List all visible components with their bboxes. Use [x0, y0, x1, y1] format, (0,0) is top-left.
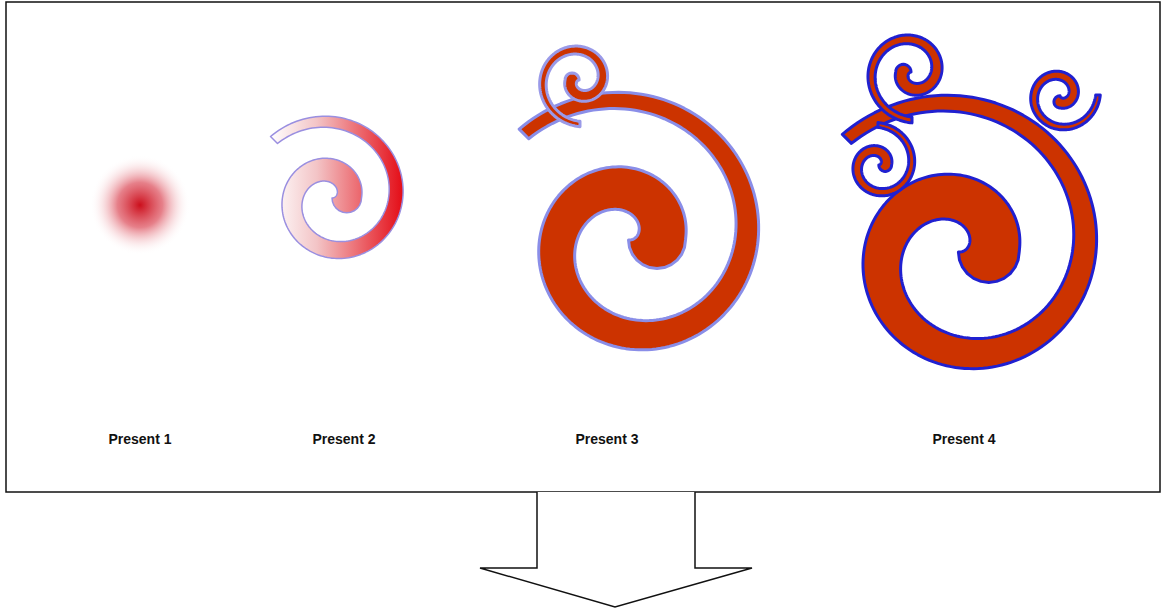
spiral-shape [540, 46, 608, 127]
spiral-shape [271, 116, 404, 258]
down-arrow [480, 492, 752, 607]
frame [6, 2, 1160, 492]
caption-label: Present 1 [108, 431, 171, 447]
spiral-shape [853, 123, 915, 196]
spiral-shape [519, 92, 758, 350]
spiral-shape [868, 35, 942, 123]
caption-label: Present 2 [312, 431, 375, 447]
spiral-shape [1031, 71, 1101, 130]
caption-label: Present 3 [575, 431, 638, 447]
spiral-shape [842, 95, 1096, 368]
blob [90, 155, 190, 255]
caption-label: Present 4 [932, 431, 995, 447]
